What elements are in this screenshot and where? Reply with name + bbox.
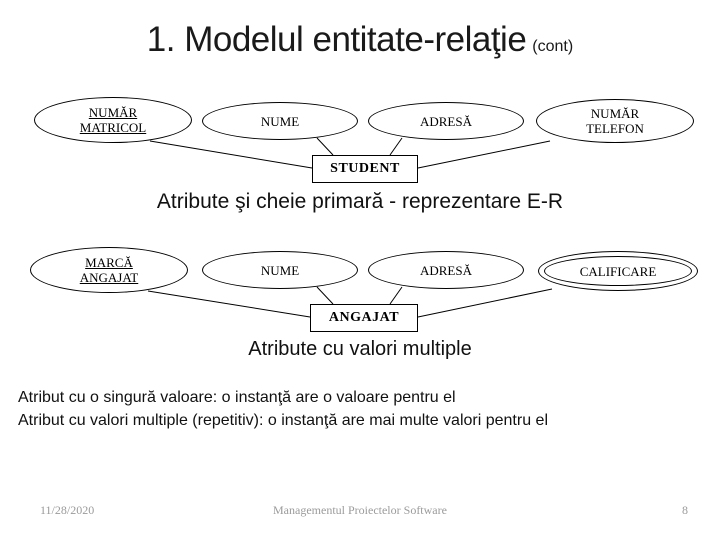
- attribute-label-line: MARCĂ: [85, 255, 133, 270]
- slide-title: 1. Modelul entitate-relaţie (cont): [0, 20, 720, 60]
- connector-line: [316, 286, 334, 305]
- connector-line: [147, 290, 311, 318]
- entity-label: STUDENT: [330, 161, 400, 176]
- footer-course-title: Managementul Proiectelor Software: [273, 503, 447, 517]
- slide-title-cont: (cont): [532, 38, 574, 55]
- attribute-ellipse-numar-matricol: NUMĂR MATRICOL: [34, 97, 192, 143]
- diagram2-caption: Atribute cu valori multiple: [248, 338, 472, 360]
- attribute-label-line: NUME: [260, 262, 300, 278]
- connector-line: [149, 140, 313, 169]
- attribute-label-line: NUME: [260, 113, 300, 129]
- body-line-2: Atribut cu valori multiple (repetitiv): …: [18, 412, 548, 429]
- attribute-ellipse-adresa-student: ADRESĂ: [368, 102, 524, 140]
- footer-page-number: 8: [682, 503, 688, 517]
- attribute-ellipse-nume-student: NUME: [202, 102, 358, 140]
- attribute-label-line: ADRESĂ: [419, 262, 472, 278]
- diagram1-caption: Atribute şi cheie primară - reprezentare…: [156, 190, 564, 213]
- attribute-label-line: NUMĂR: [88, 105, 138, 120]
- connector-line: [417, 140, 551, 169]
- attribute-label-line: TELEFON: [586, 121, 644, 136]
- attribute-ellipse-calificare: CALIFICARE: [538, 251, 698, 291]
- connector-line: [417, 288, 553, 318]
- attribute-label-line: NUMĂR: [590, 106, 640, 121]
- entity-box-student: STUDENT: [312, 155, 418, 183]
- connector-line: [389, 286, 403, 305]
- body-text: Atribut cu o singură valoare: o instanţă…: [18, 386, 708, 432]
- entity-label: ANGAJAT: [328, 310, 400, 325]
- attribute-label-line: ANGAJAT: [79, 270, 139, 285]
- connector-line: [316, 137, 334, 156]
- attribute-label-line: ADRESĂ: [419, 113, 472, 129]
- attribute-ellipse-marca-angajat: MARCĂ ANGAJAT: [30, 247, 188, 293]
- attribute-ellipse-numar-telefon: NUMĂR TELEFON: [536, 99, 694, 143]
- attribute-label-line: CALIFICARE: [579, 263, 657, 279]
- footer-date: 11/28/2020: [40, 503, 95, 517]
- entity-box-angajat: ANGAJAT: [310, 304, 418, 332]
- slide-footer: 11/28/2020 Managementul Proiectelor Soft…: [0, 503, 720, 523]
- connector-line: [389, 137, 403, 156]
- multivalued-inner-ellipse: [544, 256, 692, 286]
- attribute-ellipse-nume-angajat: NUME: [202, 251, 358, 289]
- attribute-ellipse-adresa-angajat: ADRESĂ: [368, 251, 524, 289]
- attribute-label-line: MATRICOL: [79, 120, 147, 135]
- body-line-1: Atribut cu o singură valoare: o instanţă…: [18, 389, 456, 406]
- slide-title-text: 1. Modelul entitate-relaţie: [146, 20, 527, 59]
